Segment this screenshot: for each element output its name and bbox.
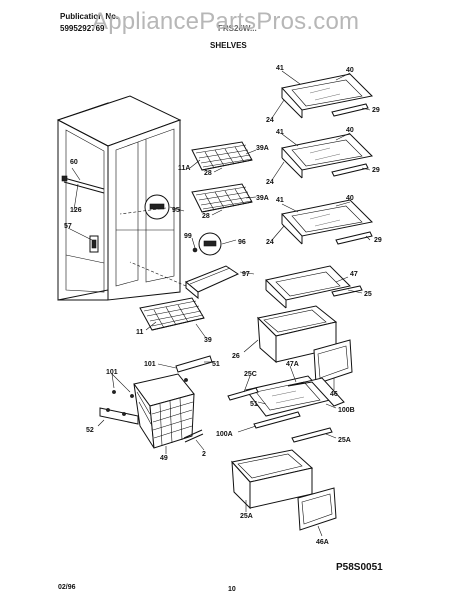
label-60: 60 <box>70 159 78 166</box>
freezer-wire-shelf-lower <box>191 183 253 213</box>
glass-shelf-lower <box>281 199 374 245</box>
label-25C: 25C <box>244 371 257 378</box>
label-97: 97 <box>242 271 250 278</box>
footer-page-number: 10 <box>228 586 236 593</box>
fastener-99 <box>192 247 198 253</box>
label-24-low: 24 <box>266 239 274 246</box>
label-99: 99 <box>184 233 192 240</box>
freezer-basket-49 <box>133 373 195 449</box>
footer-date: 02/96 <box>58 584 76 591</box>
drawer-front-46A <box>297 487 337 531</box>
freezer-bin-97 <box>185 265 240 300</box>
label-29-top: 29 <box>372 107 380 114</box>
bottom-drawer-26A <box>231 449 314 510</box>
label-24-top: 24 <box>266 117 274 124</box>
label-41-mid: 41 <box>276 129 284 136</box>
freezer-wire-shelf-bottom-11 <box>139 297 205 331</box>
crisper-cover-47 <box>264 265 363 309</box>
label-2: 2 <box>202 451 206 458</box>
label-29-low: 29 <box>374 237 382 244</box>
label-25A-lower: 25A <box>240 513 253 520</box>
label-51-upper: 51 <box>212 361 220 368</box>
shelf-support-60 <box>61 175 105 194</box>
label-24-mid: 24 <box>266 179 274 186</box>
drawer-front-46 <box>313 339 353 385</box>
label-96: 96 <box>238 239 246 246</box>
basket-slide-51 <box>175 355 213 373</box>
basket-slide-52 <box>99 407 139 425</box>
publication-label: Publication No. <box>60 12 119 21</box>
label-40-top: 40 <box>346 67 354 74</box>
label-47A: 47A <box>286 361 299 368</box>
diagram-code: P58S0051 <box>336 562 383 573</box>
label-29-mid: 29 <box>372 167 380 174</box>
leader-lines <box>67 70 371 537</box>
label-28-lower: 28 <box>202 213 210 220</box>
bracket-96 <box>198 232 222 256</box>
label-39: 39 <box>204 337 212 344</box>
label-100A: 100A <box>216 431 233 438</box>
label-51-lower: 51 <box>250 401 258 408</box>
section-title: SHELVES <box>210 41 247 50</box>
label-47: 47 <box>350 271 358 278</box>
label-46A: 46A <box>316 539 329 546</box>
publication-number: 5995292769 <box>60 24 105 33</box>
glass-shelf-middle <box>281 133 374 179</box>
label-25: 25 <box>364 291 372 298</box>
label-52: 52 <box>86 427 94 434</box>
label-100B: 100B <box>338 407 355 414</box>
screws-101 <box>112 378 188 398</box>
label-40-mid: 40 <box>346 127 354 134</box>
lower-crisper-cover-47A <box>227 375 345 443</box>
label-26: 26 <box>232 353 240 360</box>
label-11A: 11A <box>178 165 190 172</box>
label-46: 46 <box>330 391 338 398</box>
light-shield-57 <box>89 235 99 253</box>
label-41-top: 41 <box>276 65 284 72</box>
crisper-drawer-26 <box>256 305 338 364</box>
refrigerator-cabinet <box>56 95 182 301</box>
label-11: 11 <box>136 329 144 336</box>
model-code: FRS26W... <box>218 24 257 33</box>
freezer-wire-shelf-upper <box>191 141 253 171</box>
label-39A-lower: 39A <box>256 195 269 202</box>
label-95: 95 <box>172 207 180 214</box>
label-101-left: 101 <box>106 369 118 376</box>
glass-shelf-top <box>281 73 374 119</box>
label-101-upper: 101 <box>144 361 156 368</box>
label-40-low: 40 <box>346 195 354 202</box>
part-number-labels: 41 40 24 29 41 40 24 29 41 40 24 29 60 1… <box>64 65 382 546</box>
label-39A-upper: 39A <box>256 145 269 152</box>
watermark: AppliancePartsPros.com <box>92 8 360 35</box>
label-41-low: 41 <box>276 197 284 204</box>
label-57: 57 <box>64 223 72 230</box>
label-49: 49 <box>160 455 168 462</box>
label-28-upper: 28 <box>204 170 212 177</box>
label-25A-upper: 25A <box>338 437 351 444</box>
label-126: 126 <box>70 207 82 214</box>
shelf-bracket-95 <box>144 194 170 220</box>
roller-2 <box>183 429 204 443</box>
